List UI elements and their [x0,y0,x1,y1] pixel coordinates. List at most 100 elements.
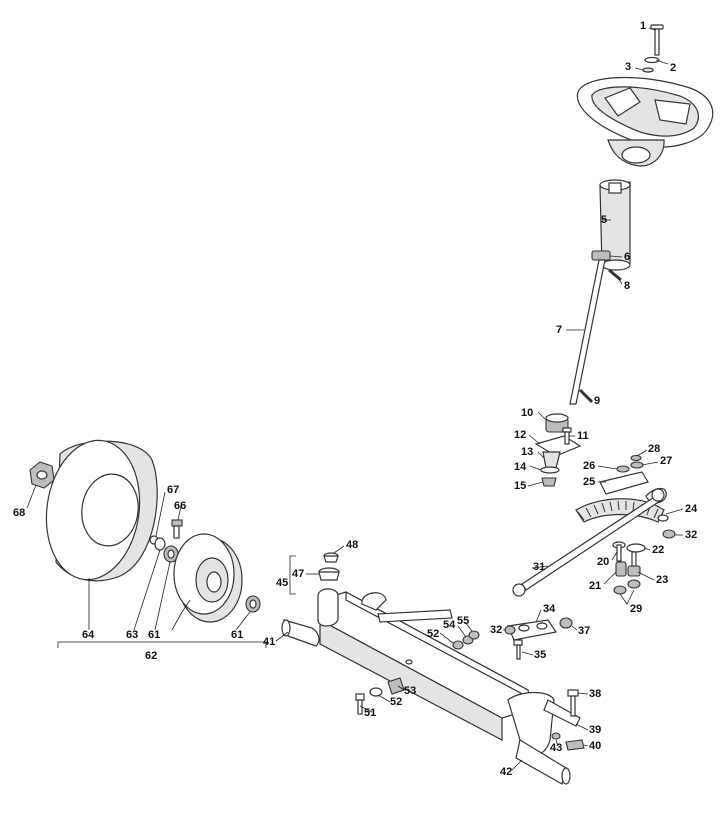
callout-41: 41 [263,636,276,648]
bolt-part-21 [615,561,627,577]
callout-61-right: 61 [231,629,244,641]
bolt-part-23 [627,551,641,577]
steering-wheel [576,76,714,167]
nut-part-29-right [627,579,641,589]
washer-part-52-a [452,640,464,650]
callout-14: 14 [514,461,527,473]
spindle-part-42 [507,691,581,785]
tie-rod-part-31 [512,488,665,597]
callout-43: 43 [550,742,563,754]
bolt-part-20 [612,541,626,562]
callout-9: 9 [594,395,601,407]
callout-28: 28 [648,443,661,455]
tire-part-64 [45,439,158,582]
washer-part-26 [616,465,630,473]
nut-part-37 [559,617,573,629]
callout-39: 39 [589,724,602,736]
washer-part-63 [154,537,166,551]
callout-20: 20 [597,556,610,568]
callout-52-lower: 52 [390,696,403,708]
callout-10: 10 [521,407,534,419]
callout-32-upper: 32 [685,529,698,541]
callout-29: 29 [630,603,643,615]
pin-part-8 [608,268,622,282]
nut-part-27 [630,461,644,469]
column-sleeve-part-5 [599,179,631,271]
callout-38: 38 [589,688,602,700]
callout-35: 35 [534,649,547,661]
callout-12: 12 [514,429,527,441]
washer-part-22 [626,543,646,553]
bolt-part-1 [650,24,664,56]
callout-54: 54 [443,619,456,631]
callout-37: 37 [578,625,591,637]
callout-31: 31 [533,561,546,573]
bolt-part-35 [513,639,523,660]
nut-part-29-left [613,585,627,595]
bearing-part-61-a [163,545,179,563]
nut-part-32-lower [504,625,516,635]
front-axle [317,588,531,741]
callout-42: 42 [500,766,513,778]
callout-51: 51 [364,707,377,719]
washer-part-14 [540,466,560,474]
callout-61-left: 61 [148,629,161,641]
callout-27: 27 [660,455,673,467]
callout-8: 8 [624,280,631,292]
washer-part-43 [551,732,561,740]
callout-21: 21 [589,580,602,592]
callout-62: 62 [145,650,158,662]
washer-part-52-b [369,687,383,697]
callout-68: 68 [13,507,26,519]
callout-25: 25 [583,476,596,488]
callout-15: 15 [514,480,527,492]
callout-32-lower: 32 [490,624,503,636]
nut-part-15 [541,477,557,487]
callout-63: 63 [126,629,139,641]
callout-64: 64 [82,629,95,641]
bearing-part-61-b [245,595,261,613]
nut-part-6 [591,250,611,261]
callout-34: 34 [543,603,556,615]
callout-52-upper: 52 [427,628,440,640]
callout-1: 1 [640,20,647,32]
bushing-part-13 [542,451,561,469]
callout-3: 3 [625,61,632,73]
callout-53: 53 [404,685,417,697]
callout-48: 48 [346,539,359,551]
callout-40: 40 [589,740,602,752]
washer-part-3 [642,67,654,73]
bushing-part-48 [323,552,339,563]
bolt-part-11 [562,427,572,445]
nut-part-68 [29,461,55,489]
washer-part-2 [644,56,660,64]
nut-part-55 [468,630,480,640]
callout-67: 67 [167,484,180,496]
callout-26: 26 [583,460,596,472]
callout-6: 6 [624,251,631,263]
callout-22: 22 [652,544,665,556]
callout-55: 55 [457,615,470,627]
callout-2: 2 [670,62,677,74]
callout-7: 7 [556,324,563,336]
callout-45: 45 [276,577,289,589]
nut-part-40 [565,739,585,751]
rim-part-62 [173,533,243,623]
callout-13: 13 [521,446,534,458]
steering-shaft-part-7 [569,259,606,405]
callout-11: 11 [577,430,589,442]
leader-lines [26,27,684,771]
bolt-part-66 [171,519,183,539]
callout-23: 23 [656,574,669,586]
nut-part-32-upper [662,529,676,539]
callout-24: 24 [685,503,698,515]
callout-47: 47 [292,568,305,580]
bolt-part-51 [355,693,365,715]
callout-5: 5 [601,214,608,226]
spindle-part-41 [281,619,320,647]
bushing-part-47 [318,567,340,581]
plate-part-25 [599,471,649,495]
nut-part-28 [630,454,642,462]
